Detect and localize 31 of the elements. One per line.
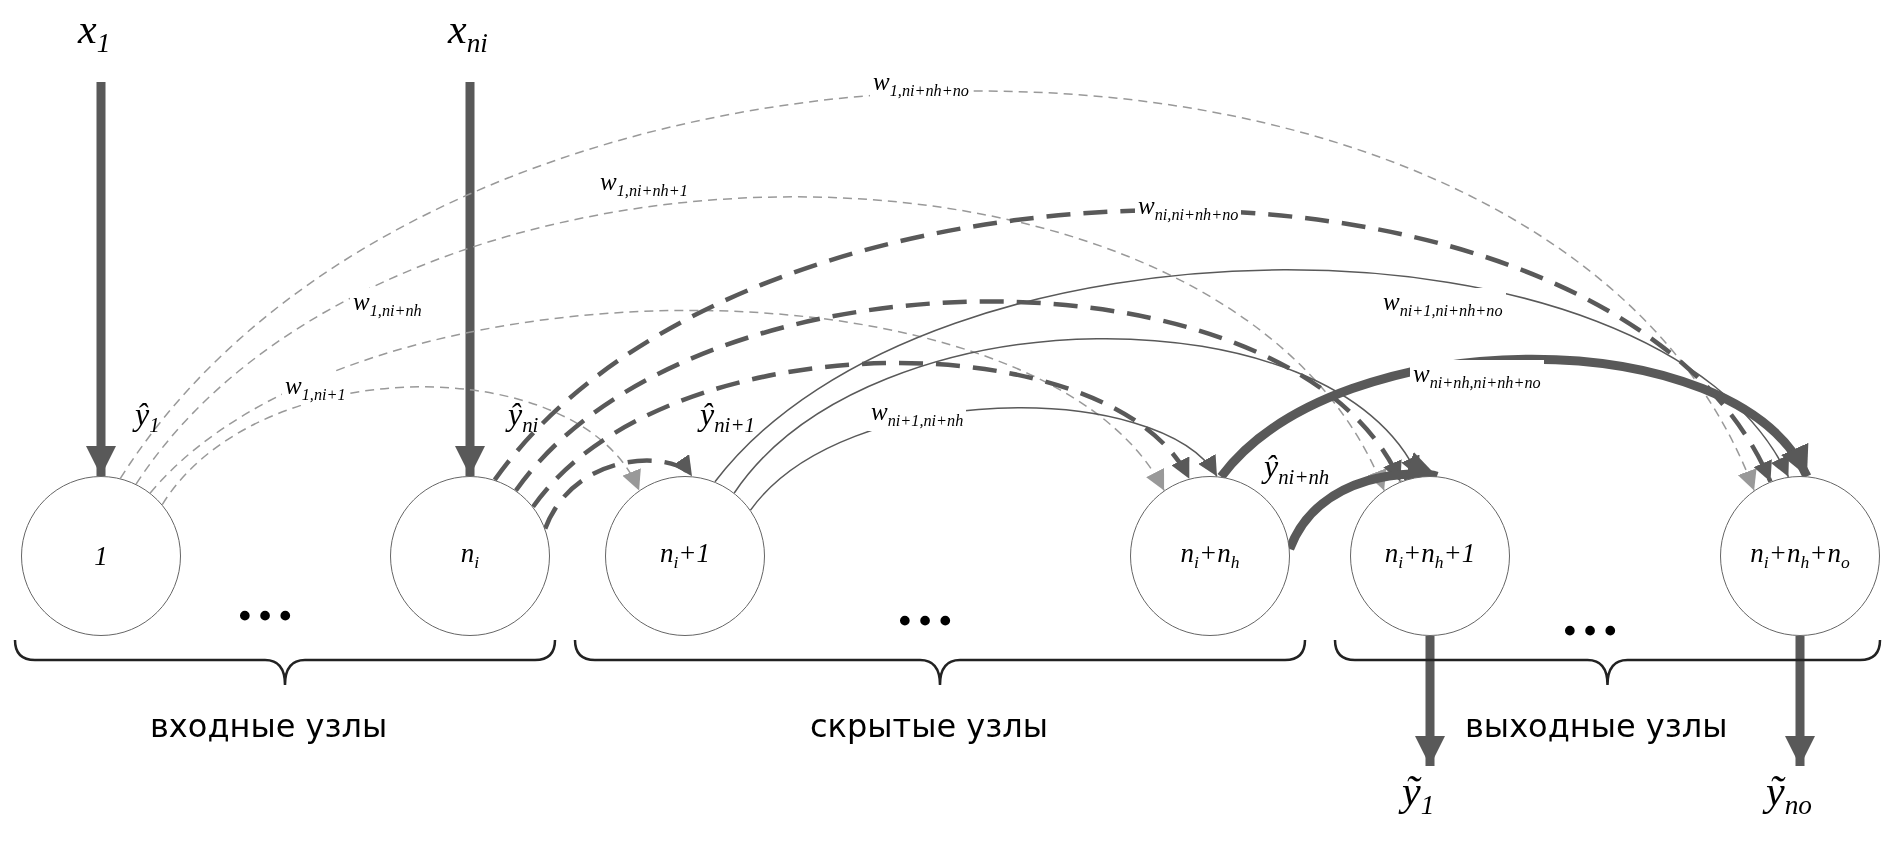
weight-label: w$_{ni+1,ni+nh+no}$ xyxy=(1380,288,1506,321)
node-number: n$_{i}$ xyxy=(460,538,480,574)
group-caption: скрытые узлы xyxy=(810,710,1048,742)
node-number: n$_{i}$+n$_{h}$+1 xyxy=(1384,538,1476,574)
variable-label: x$_{1}$ xyxy=(78,8,111,58)
variable-label: x$_{ni}$ xyxy=(448,8,488,58)
arrow xyxy=(531,361,1192,509)
arrow xyxy=(161,386,640,506)
ellipsis: … xyxy=(895,575,961,635)
arrow xyxy=(733,338,1420,494)
arrow xyxy=(714,269,1790,483)
arrow xyxy=(135,196,1385,492)
arrow xyxy=(514,299,1403,492)
node-number: n$_{i}$+n$_{h}$+n$_{o}$ xyxy=(1750,538,1850,574)
weight-label: w$_{ni+nh,ni+nh+no}$ xyxy=(1410,360,1544,393)
ellipsis: … xyxy=(235,570,301,630)
arrow xyxy=(86,82,116,476)
node-number: n$_{i}$+1 xyxy=(659,538,711,574)
arrow xyxy=(543,455,694,530)
arrow xyxy=(149,309,1165,494)
arrow xyxy=(119,90,1755,492)
group-caption: выходные узлы xyxy=(1465,710,1728,742)
arrow xyxy=(1785,636,1815,766)
node-number: 1 xyxy=(94,540,108,572)
arrow xyxy=(1217,354,1811,480)
ellipsis: … xyxy=(1560,585,1626,645)
arrow xyxy=(1415,636,1445,766)
arrow xyxy=(455,82,485,476)
node-number: n$_{i}$+n$_{h}$ xyxy=(1180,538,1240,574)
arrow xyxy=(493,208,1773,483)
group-caption: входные узлы xyxy=(150,710,388,742)
